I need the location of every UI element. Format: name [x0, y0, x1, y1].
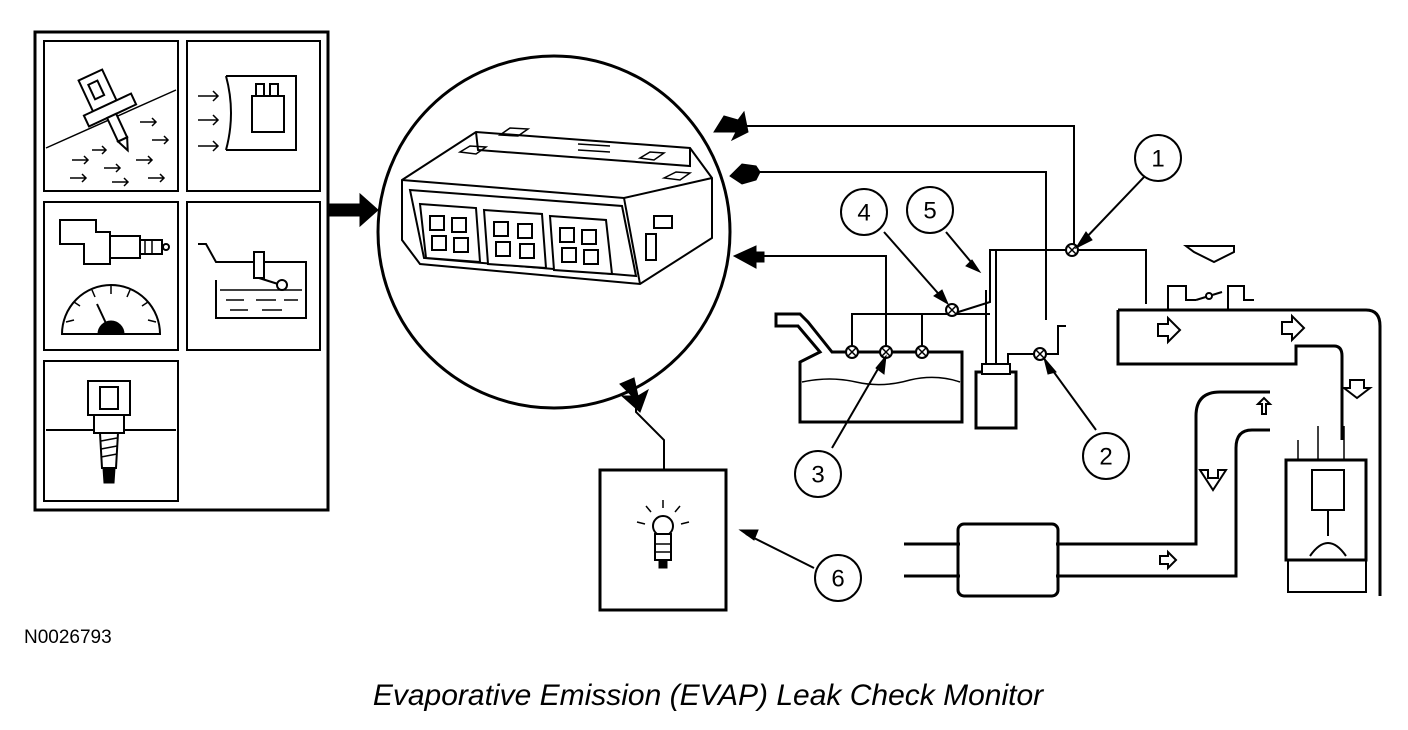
evap-canister-icon [945, 243, 1147, 430]
fuel-level-sender-icon [186, 201, 321, 351]
speed-sensor-icon [43, 201, 179, 351]
callout-2-label: 2 [1099, 444, 1112, 471]
figure-caption: Evaporative Emission (EVAP) Leak Check M… [373, 679, 1044, 712]
fuel-tank-icon [774, 312, 990, 424]
callout-1: 1 [1074, 134, 1182, 250]
callout-5-label: 5 [923, 198, 936, 225]
callout-1-label: 1 [1151, 146, 1164, 173]
callout-3: 3 [794, 354, 887, 498]
temperature-sensor-icon [43, 360, 179, 502]
mass-airflow-sensor-icon [186, 40, 321, 192]
callout-2: 2 [1043, 357, 1130, 480]
callout-6-label: 6 [831, 566, 844, 593]
callout-6: 6 [738, 529, 862, 602]
muffler-icon [956, 522, 1060, 598]
pcm-module-icon [376, 54, 732, 410]
figure-id: N0026793 [24, 627, 112, 648]
input-sensors-panel [33, 30, 330, 512]
engine-icon [1284, 426, 1368, 593]
airflow-sensor-icon [43, 40, 179, 192]
intake-manifold-icon [1116, 245, 1382, 596]
exhaust-pipe-icon [904, 390, 1273, 578]
pcm-signal-lines [713, 110, 1075, 350]
callout-3-label: 3 [811, 462, 824, 489]
malfunction-indicator-lamp-icon [598, 377, 728, 612]
callout-5: 5 [906, 186, 982, 274]
callout-4: 4 [840, 188, 950, 306]
callout-4-label: 4 [857, 200, 870, 227]
input-arrow-icon [329, 192, 379, 228]
